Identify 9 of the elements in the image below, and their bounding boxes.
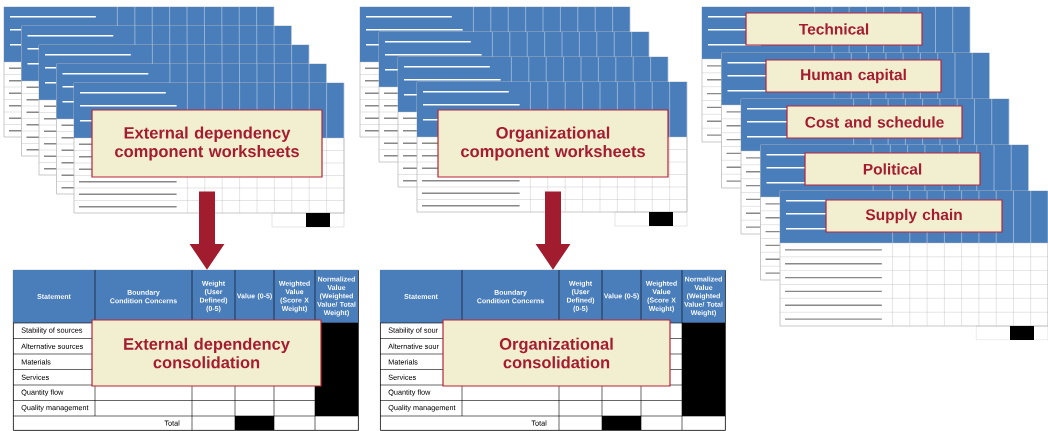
callout-box: Organizational consolidation (442, 319, 671, 387)
callout-box: Political (804, 152, 981, 186)
callout-box: External dependency component worksheets (91, 109, 323, 178)
callout-box: Organizational component worksheets (437, 109, 669, 178)
callout-box: Supply chain (825, 199, 1003, 233)
callout-box: Human capital (765, 59, 942, 93)
callout-box: External dependency consolidation (91, 319, 322, 387)
callout-box: Technical (745, 12, 923, 46)
callout-box: Cost and schedule (786, 105, 963, 139)
